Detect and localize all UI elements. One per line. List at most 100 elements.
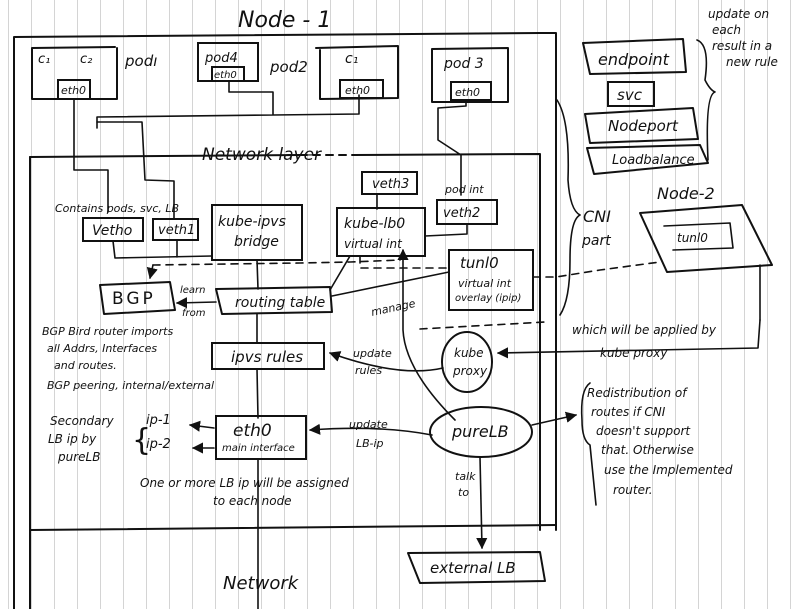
contains-note: Contains pods, svc, LB — [55, 202, 179, 215]
update-note-4: new rule — [726, 55, 778, 69]
kube-lb0-label: kube-lb0 — [344, 216, 405, 232]
from-label: from — [182, 308, 206, 319]
node2-box — [639, 204, 773, 273]
kube-proxy-input-arrow — [496, 319, 761, 359]
pod3-eth0: eth0 — [455, 86, 480, 99]
redistribution-note-1: Redistribution of — [587, 386, 688, 400]
routing-table-label: routing table — [235, 295, 325, 311]
purelb-label: pureLB — [451, 422, 509, 441]
update-note-3: result in a — [712, 39, 772, 53]
loadbalance-box — [586, 144, 709, 175]
tunnel-link — [532, 261, 661, 278]
pod2-container-c1: c₁ — [345, 51, 358, 67]
kube-proxy-label-1: kube — [454, 346, 484, 360]
network-layer-label: Network layer — [202, 145, 322, 165]
learn-from-arrow — [175, 297, 217, 309]
redistribution-note-6: router. — [613, 483, 653, 497]
veth0-label: Vetho — [92, 223, 132, 239]
pod1-link — [73, 98, 109, 213]
talk-label: talk — [455, 470, 476, 483]
ip2-label: ip-2 — [146, 437, 171, 452]
container-c2: c₂ — [80, 52, 92, 67]
secondary-note-1: Secondary — [50, 414, 114, 428]
tunl0-sublabel-2: overlay (ipip) — [455, 293, 521, 304]
pod2-label: pod2 — [269, 58, 308, 76]
pod1: c₁ c₂ eth0 podı — [31, 46, 157, 100]
pod2: c₁ eth0 — [315, 45, 399, 100]
manage-arrow — [397, 248, 456, 421]
pod3-link — [437, 99, 467, 196]
nodeport-box — [584, 107, 699, 144]
redistribution-note-5: use the Implemented — [604, 463, 733, 477]
ip1-arrow — [188, 420, 215, 432]
redistribution-brace — [580, 382, 597, 506]
redistribution-note-3: doesn't support — [596, 424, 691, 438]
pod4-label: pod4 — [204, 51, 238, 66]
lb-note-2: to each node — [213, 494, 292, 508]
bridge-label: bridge — [234, 234, 279, 250]
redistribution-arrow — [531, 411, 578, 426]
external-lb-box — [407, 551, 546, 584]
main-interface-label: main interface — [222, 443, 295, 454]
learn-label: learn — [180, 285, 206, 296]
node2-tunl0-box — [663, 222, 734, 251]
update-lb-ip-arrow — [308, 423, 433, 436]
network-layer-border — [29, 153, 541, 531]
veth1-box — [152, 218, 199, 241]
tunl0-sublabel-1: virtual int — [458, 277, 512, 290]
bgp-note-line4: BGP peering, internal/external — [47, 379, 214, 392]
kube-lb0-box — [336, 207, 426, 257]
svc-label: svc — [617, 86, 643, 104]
kube-proxy-label-2: proxy — [452, 364, 488, 378]
pod4: pod4 eth0 — [197, 42, 259, 82]
redistribution-note-4: that. Otherwise — [601, 443, 694, 457]
update-rules-label-1: update — [353, 347, 392, 360]
tunl0-box — [448, 249, 534, 311]
node1-title: Node - 1 — [238, 8, 331, 33]
endpoint-box — [582, 38, 687, 75]
pod4-eth0: eth0 — [214, 70, 237, 81]
manage-label: manage — [370, 297, 417, 319]
update-brace — [696, 39, 716, 161]
ip1-label: ip-1 — [146, 413, 171, 428]
ipvs-rules-box — [211, 342, 325, 370]
bgp-label: BGP — [112, 289, 156, 309]
loadbalance-label: Loadbalance — [612, 153, 695, 168]
bgp-note-line2: all Addrs, Interfaces — [47, 342, 157, 355]
purelb-node — [429, 406, 533, 458]
external-lb-label: external LB — [430, 559, 516, 577]
pod1-eth0: eth0 — [61, 84, 86, 97]
container-c1: c₁ — [38, 52, 50, 67]
bgp-note-line3: and routes. — [54, 359, 117, 372]
veth3-label: veth3 — [372, 177, 409, 192]
update-note-1: update on — [708, 7, 769, 21]
node1-border — [13, 32, 557, 609]
veth2-label: veth2 — [443, 206, 480, 221]
part-label: part — [581, 233, 611, 249]
node2-tunl0-label: tunl0 — [677, 231, 708, 245]
update-rules-label-2: rules — [355, 364, 382, 377]
veth1-label: veth1 — [158, 223, 195, 238]
veth3-box — [361, 171, 418, 195]
pod3-label: pod 3 — [443, 56, 484, 72]
secondary-note-3: pureLB — [57, 450, 100, 464]
update-lb-ip-label-1: update — [349, 418, 388, 431]
bgp-box — [99, 281, 176, 315]
bgp-note-line1: BGP Bird router imports — [42, 325, 173, 338]
talk-to-arrow — [476, 456, 488, 550]
ipvs-rules-label: ipvs rules — [231, 348, 303, 366]
pod1-label: podı — [124, 52, 157, 70]
routing-table-box — [215, 286, 333, 315]
lb-note-1: One or more LB ip will be assigned — [140, 476, 349, 490]
eth0-main-label: eth0 — [233, 421, 272, 441]
cni-brace — [556, 99, 581, 316]
nodeport-label: Nodeport — [608, 117, 679, 135]
update-lb-ip-label-2: LB-ip — [356, 437, 384, 450]
veth1-link — [96, 121, 175, 219]
kube-ipvs-label: kube-ipvs — [218, 214, 286, 230]
secondary-note-2: LB ip by — [48, 432, 97, 446]
to-label: to — [458, 486, 469, 499]
endpoint-label: endpoint — [598, 50, 670, 69]
pod-int-label: pod int — [444, 183, 484, 196]
